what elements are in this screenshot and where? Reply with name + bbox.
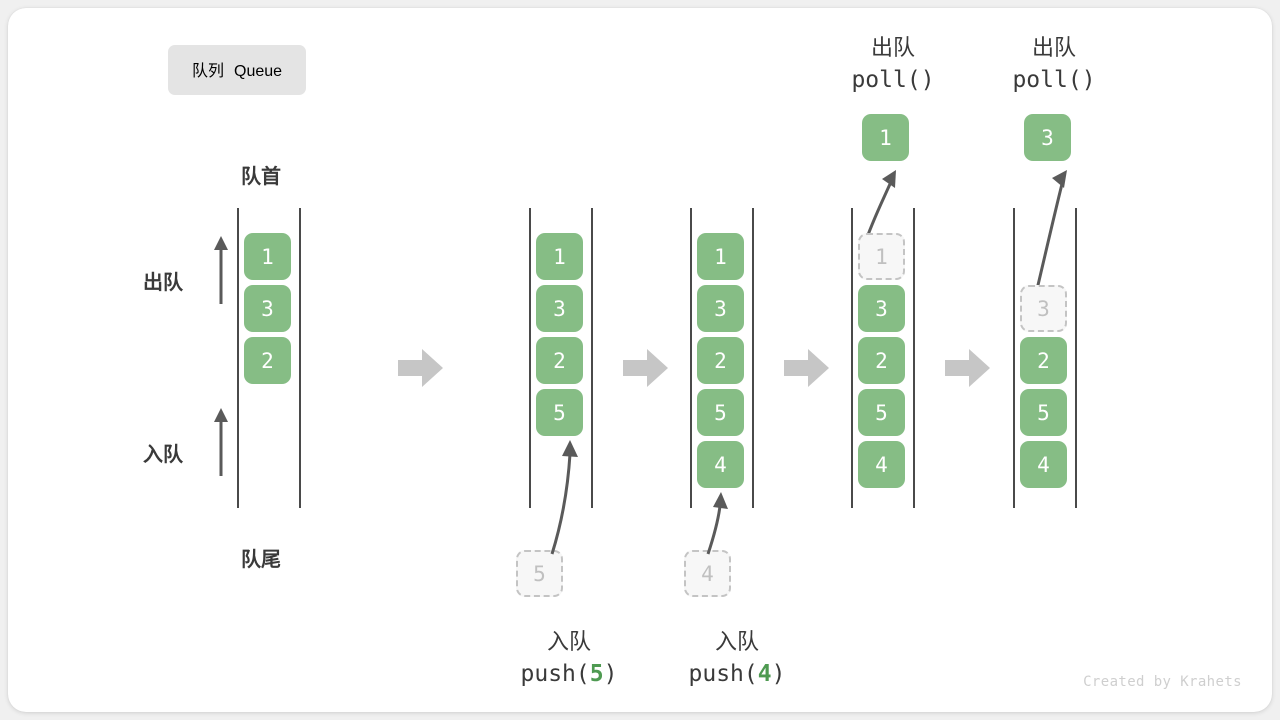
- popped-cell: 3: [1024, 114, 1071, 161]
- diagram-card: 队列 Queue 队首 出队 入队 队尾 1 3 2 1: [8, 8, 1272, 712]
- queue-rail-left-col5: [1013, 208, 1015, 508]
- operation-close: ): [603, 660, 618, 687]
- operation-fn: poll(: [1012, 66, 1082, 93]
- enqueue-flow-arrow-icon-1: [550, 440, 578, 555]
- queue-rail-right-col2: [591, 208, 593, 508]
- label-enqueue: 入队: [143, 444, 183, 466]
- queue-rail-right-col3: [752, 208, 754, 508]
- queue-rail-left-col1: [237, 208, 239, 508]
- title-chinese: 队列: [192, 63, 225, 80]
- incoming-ghost-cell: 4: [684, 550, 731, 597]
- queue-rail-right-col1: [299, 208, 301, 508]
- title-badge: 队列 Queue: [168, 45, 307, 95]
- queue-cell: 2: [244, 337, 291, 384]
- queue-rail-left-col3: [690, 208, 692, 508]
- incoming-ghost-cell: 5: [516, 550, 563, 597]
- operation-code: poll(): [837, 64, 949, 97]
- queue-cell: 5: [1020, 389, 1067, 436]
- enqueue-flow-arrow-icon-2: [706, 492, 728, 555]
- queue-cell: 3: [697, 285, 744, 332]
- operation-fn: push(: [520, 660, 590, 687]
- dequeue-flow-arrow-icon-2: [1032, 170, 1067, 303]
- operation-cn: 出队: [1031, 35, 1076, 60]
- step-arrow-icon-2: [623, 349, 668, 387]
- removed-ghost-cell: 1: [858, 233, 905, 280]
- queue-cell: 2: [858, 337, 905, 384]
- step-arrow-icon-3: [784, 349, 829, 387]
- label-dequeue: 出队: [143, 272, 183, 294]
- dequeue-direction-arrow-icon: [214, 236, 228, 304]
- operation-cn: 出队: [870, 35, 915, 60]
- credit-text: Created by Krahets: [1083, 674, 1242, 690]
- queue-rail-left-col2: [529, 208, 531, 508]
- queue-cell: 4: [697, 441, 744, 488]
- diagram-stage: 队列 Queue 队首 出队 入队 队尾 1 3 2 1: [8, 8, 1272, 712]
- operation-label-poll-1: 出队 poll(): [837, 32, 949, 97]
- queue-cell: 2: [697, 337, 744, 384]
- enqueue-direction-arrow-icon: [214, 408, 228, 476]
- operation-close: ): [920, 66, 935, 93]
- queue-cell: 5: [697, 389, 744, 436]
- queue-cell: 5: [536, 389, 583, 436]
- queue-rail-left-col4: [851, 208, 853, 508]
- queue-cell: 3: [858, 285, 905, 332]
- queue-cell: 1: [536, 233, 583, 280]
- label-rear: 队尾: [241, 549, 281, 571]
- queue-cell: 2: [536, 337, 583, 384]
- operation-cn: 入队: [714, 629, 759, 654]
- queue-cell: 2: [1020, 337, 1067, 384]
- queue-cell: 1: [697, 233, 744, 280]
- queue-rail-right-col4: [913, 208, 915, 508]
- operation-label-push-4: 入队 push(4): [681, 626, 793, 691]
- queue-cell: 4: [858, 441, 905, 488]
- label-front: 队首: [241, 166, 281, 188]
- operation-close: ): [771, 660, 786, 687]
- popped-cell: 1: [862, 114, 909, 161]
- queue-cell: 4: [1020, 441, 1067, 488]
- operation-label-poll-2: 出队 poll(): [998, 32, 1110, 97]
- operation-arg: 5: [589, 660, 604, 687]
- operation-fn: poll(: [851, 66, 921, 93]
- operation-close: ): [1081, 66, 1096, 93]
- step-arrow-icon-1: [398, 349, 443, 387]
- queue-cell: 3: [536, 285, 583, 332]
- queue-cell: 1: [244, 233, 291, 280]
- queue-rail-right-col5: [1075, 208, 1077, 508]
- operation-code: poll(): [998, 64, 1110, 97]
- removed-ghost-cell: 3: [1020, 285, 1067, 332]
- queue-cell: 3: [244, 285, 291, 332]
- title-english: Queue: [234, 63, 283, 80]
- operation-arg: 4: [757, 660, 772, 687]
- step-arrow-icon-4: [945, 349, 990, 387]
- operation-code: push(5): [513, 658, 625, 691]
- operation-label-push-5: 入队 push(5): [513, 626, 625, 691]
- operation-code: push(4): [681, 658, 793, 691]
- queue-cell: 5: [858, 389, 905, 436]
- operation-cn: 入队: [546, 629, 591, 654]
- operation-fn: push(: [688, 660, 758, 687]
